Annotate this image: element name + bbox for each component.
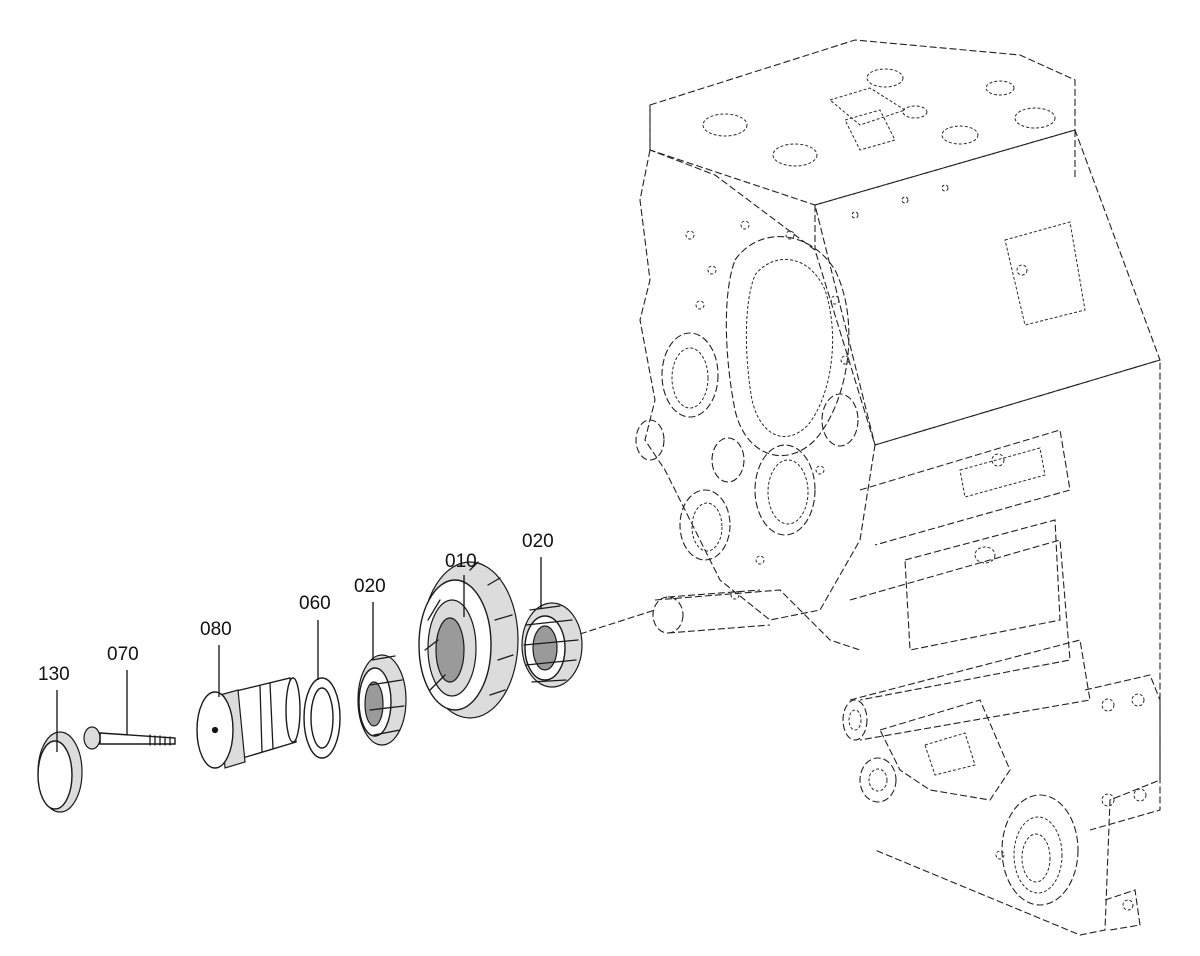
assembly-axis-line xyxy=(579,609,656,635)
bearing-right xyxy=(521,602,583,688)
shaft-pin xyxy=(196,677,301,769)
bearing-left xyxy=(357,654,407,746)
leader-lines xyxy=(56,557,542,752)
callout-020-right: 020 xyxy=(522,531,554,552)
screw xyxy=(83,726,176,750)
callout-060: 060 xyxy=(299,593,331,614)
gearbox-housing xyxy=(635,39,1161,936)
shim-washer xyxy=(303,677,341,759)
callout-070: 070 xyxy=(107,644,139,665)
callout-020-left: 020 xyxy=(354,576,386,597)
callout-080: 080 xyxy=(200,619,232,640)
callout-010: 010 xyxy=(445,551,477,572)
spur-gear xyxy=(418,561,519,719)
callout-130: 130 xyxy=(38,664,70,685)
cover-cap xyxy=(37,731,83,813)
